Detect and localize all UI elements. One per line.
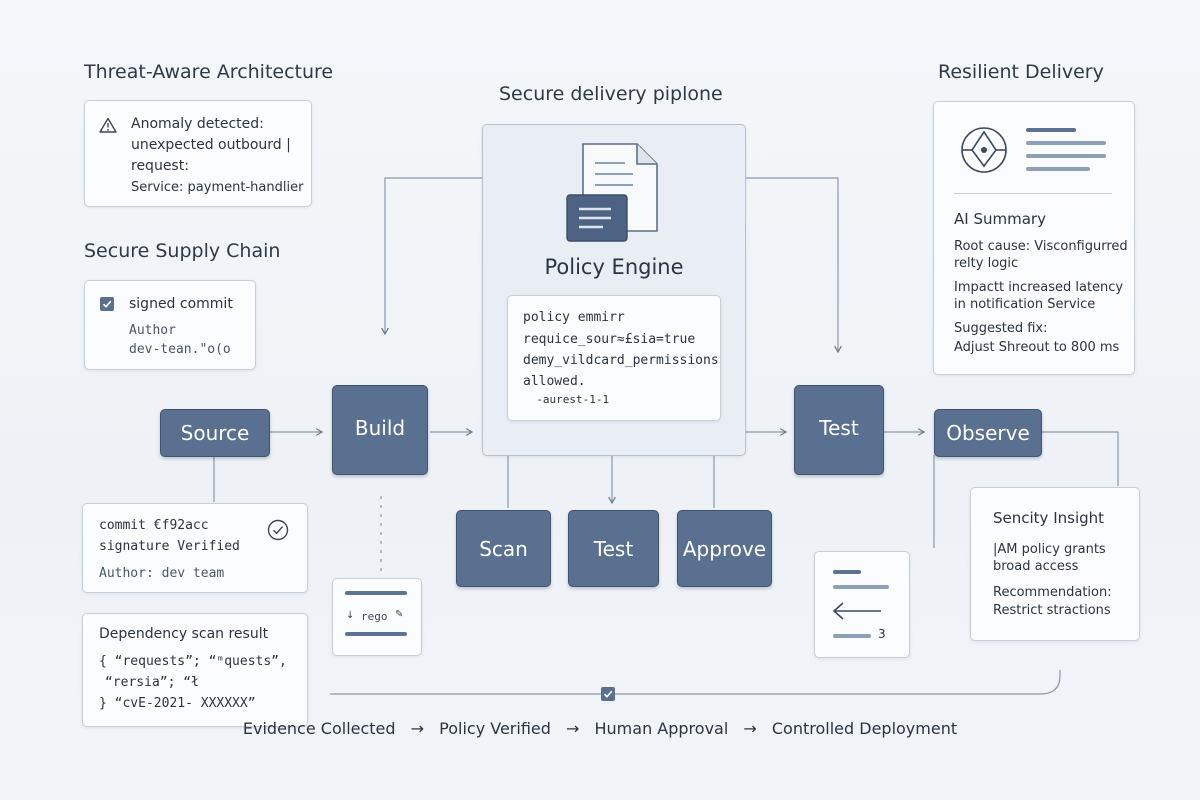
- dependency-line: { “requests”; “ᵐquests”,: [99, 654, 287, 669]
- insight-line-2: broad access: [993, 559, 1079, 574]
- flow-step-evidence: Evidence Collected: [242, 719, 396, 738]
- policy-code-block: policy emmirr requice_sour≈£sia=true dem…: [507, 295, 721, 421]
- stage-test-button[interactable]: Test: [794, 385, 884, 475]
- heading-threat-aware: Threat-Aware Architecture: [84, 61, 334, 83]
- dependency-scan-card: Dependency scan result { “requests”; “ᵐq…: [82, 613, 308, 727]
- flow-step-policy: Policy Verified: [439, 719, 551, 738]
- ai-fix-2: Adjust Shreout to 800 ms: [954, 340, 1120, 355]
- signed-commit-author: dev-tean."o(o: [129, 342, 231, 357]
- commit-card: commit €f92acc signature Verified Author…: [82, 503, 308, 593]
- evidence-flow: Evidence Collected → Policy Verified → H…: [0, 719, 1200, 738]
- anomaly-line-3: request:: [131, 158, 189, 174]
- anomaly-line-4: Service: payment-handlier: [131, 180, 304, 195]
- flow-arrow: →: [566, 719, 580, 738]
- warning-icon: [99, 117, 117, 133]
- policy-code-line: allowed.: [523, 374, 586, 389]
- stage-observe-button[interactable]: Observe: [934, 409, 1042, 457]
- ai-summary-card: AI Summary Root cause: Visconfigurred re…: [933, 101, 1135, 375]
- commit-hash: commit €f92acc: [99, 518, 209, 533]
- stage-build-button[interactable]: Build: [332, 385, 428, 475]
- insight-line-3: Recommendation:: [993, 585, 1112, 600]
- policy-engine-panel[interactable]: Policy Engine policy emmirr requice_sour…: [482, 124, 746, 456]
- rego-card: ↓ rego ✎: [332, 578, 422, 656]
- signed-commit-card: signed commit Author dev-tean."o(o: [84, 280, 256, 370]
- network-icon: [961, 127, 1007, 173]
- stage-test-secondary-button[interactable]: Test: [568, 510, 659, 587]
- ai-impact-2: in notification Service: [954, 297, 1096, 312]
- signed-commit-author-label: Author: [129, 323, 176, 338]
- insight-line-4: Restrict stractions: [993, 603, 1111, 618]
- anomaly-line-2: unexpected outbourd |: [131, 137, 291, 153]
- stage-approve-button[interactable]: Approve: [677, 510, 772, 587]
- policy-code-line: requice_sour≈£sia=true: [523, 332, 696, 347]
- rego-label: rego: [361, 610, 388, 623]
- ai-impact-1: Impactt increased latency: [954, 280, 1124, 295]
- anomaly-card: Anomaly detected: unexpected outbourd | …: [84, 100, 312, 207]
- insight-line-1: |AM policy grants: [993, 542, 1106, 557]
- flow-arrow: →: [410, 719, 425, 738]
- policy-code-line: demy_vildcard_permissions: [523, 353, 719, 368]
- stage-source-button[interactable]: Source: [160, 409, 270, 457]
- dependency-title: Dependency scan result: [99, 626, 269, 642]
- checkbox-icon: [100, 297, 114, 311]
- stage-scan-button[interactable]: Scan: [456, 510, 551, 587]
- arrow-left-icon: [832, 602, 881, 620]
- ai-root-cause-1: Root cause: Visconfigurred: [954, 239, 1128, 254]
- commit-signature: signature Verified: [99, 539, 240, 554]
- heading-supply-chain: Secure Supply Chain: [84, 240, 281, 262]
- ai-root-cause-2: relty logic: [954, 256, 1019, 271]
- anomaly-line-1: Anomaly detected:: [131, 116, 264, 132]
- document-icon: [566, 143, 658, 242]
- heading-pipeline: Secure delivery piplone: [499, 83, 723, 105]
- checkbox-icon: [601, 687, 615, 701]
- policy-code-line: -aurest-1-1: [523, 393, 610, 406]
- rollback-card: 3: [814, 551, 910, 658]
- policy-code-line: policy emmirr: [523, 310, 625, 325]
- security-insight-card: Sencity Insight |AM policy grants broad …: [970, 487, 1140, 641]
- policy-engine-title: Policy Engine: [544, 255, 684, 279]
- heading-resilient-delivery: Resilient Delivery: [938, 61, 1104, 83]
- pen-icon: ✎: [395, 609, 404, 620]
- down-arrow-icon: ↓: [346, 610, 355, 621]
- flow-arrow: →: [743, 719, 757, 738]
- rollback-count: 3: [878, 627, 886, 641]
- dependency-line: “rersia”; “ł: [105, 675, 199, 690]
- flow-step-deployment: Controlled Deployment: [771, 719, 958, 738]
- commit-author: Author: dev team: [99, 566, 225, 581]
- signed-commit-label: signed commit: [129, 296, 233, 312]
- check-circle-icon: [267, 519, 289, 541]
- flow-step-approval: Human Approval: [594, 719, 729, 738]
- ai-fix-1: Suggested fix:: [954, 321, 1048, 336]
- dependency-line: } “cvE-2021- XXXXXX”: [99, 696, 256, 711]
- ai-summary-title: AI Summary: [954, 210, 1046, 228]
- insight-title: Sencity Insight: [993, 509, 1105, 527]
